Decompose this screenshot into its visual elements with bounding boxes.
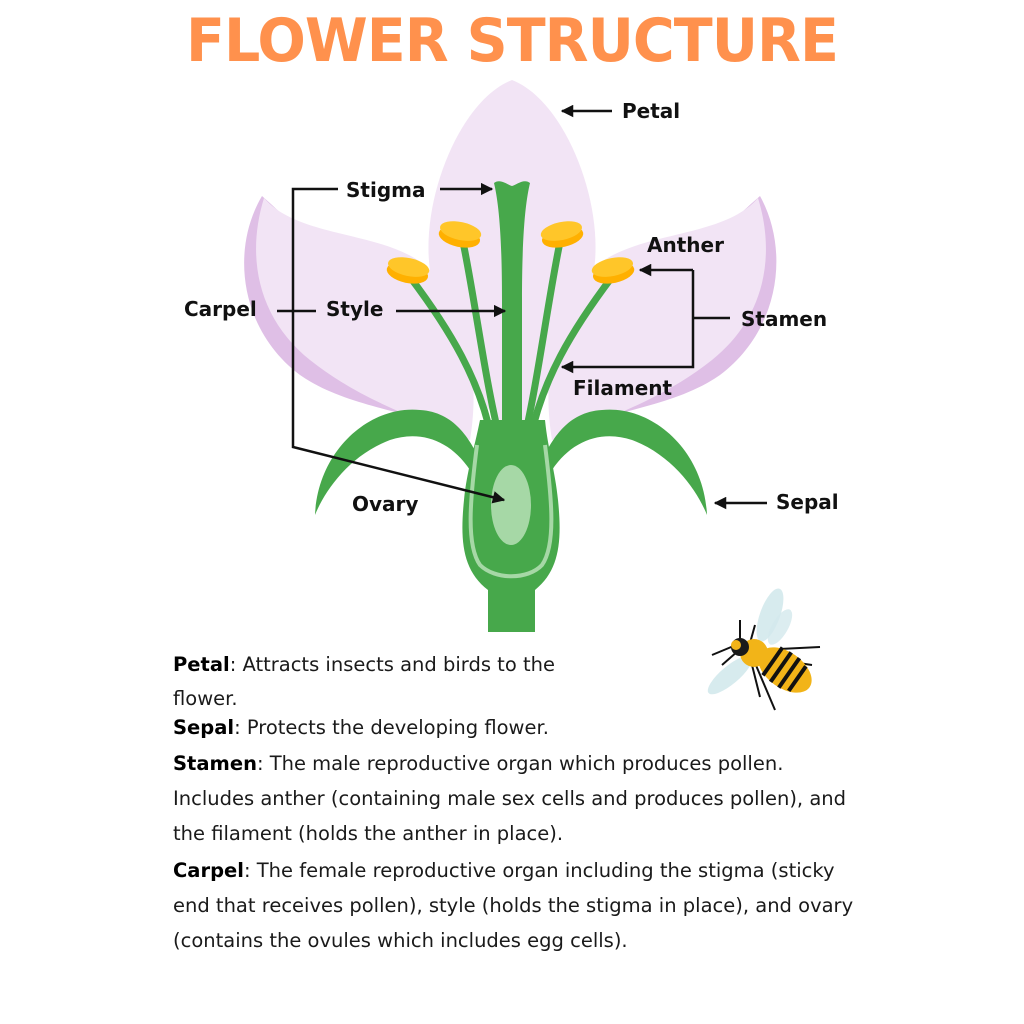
bee-icon — [707, 588, 821, 711]
term: Petal — [173, 653, 230, 676]
filaments — [406, 238, 616, 444]
right-sepal — [542, 409, 707, 515]
term: Sepal — [173, 716, 235, 739]
label-style: Style — [326, 297, 383, 321]
description-stamen: Stamen: The male reproductive organ whic… — [173, 746, 863, 851]
definition: : The female reproductive organ includin… — [173, 859, 854, 952]
label-filament: Filament — [573, 376, 673, 400]
definition: : Protects the developing flower. — [234, 716, 549, 739]
description-petal: Petal: Attracts insects and birds to the… — [173, 648, 613, 716]
description-sepal: Sepal: Protects the developing flower. — [173, 714, 863, 742]
label-anther: Anther — [647, 233, 724, 257]
definition: : The male reproductive organ which prod… — [173, 752, 847, 845]
leader-lines — [277, 104, 767, 510]
style-stigma — [494, 181, 530, 430]
definition: : Attracts insects and birds to the flow… — [173, 653, 555, 710]
right-petal — [548, 196, 777, 440]
label-stamen: Stamen — [741, 307, 827, 331]
label-sepal: Sepal — [776, 490, 839, 514]
term: Carpel — [173, 859, 244, 882]
ovary-ovule — [491, 465, 531, 545]
label-stigma: Stigma — [346, 178, 425, 202]
term: Stamen — [173, 752, 257, 775]
left-sepal — [315, 409, 480, 515]
ovary-body — [462, 420, 560, 632]
page-title: FLOWER STRUCTURE — [186, 6, 839, 76]
anthers — [386, 221, 635, 284]
flower-diagram: Petal Stigma Anther Carpel Style Stamen … — [184, 80, 839, 632]
description-carpel: Carpel: The female reproductive organ in… — [173, 853, 863, 958]
label-carpel: Carpel — [184, 297, 257, 321]
label-petal: Petal — [622, 99, 680, 123]
label-ovary: Ovary — [352, 492, 418, 516]
descriptions: Petal: Attracts insects and birds to the… — [173, 648, 863, 958]
left-petal — [244, 196, 474, 440]
